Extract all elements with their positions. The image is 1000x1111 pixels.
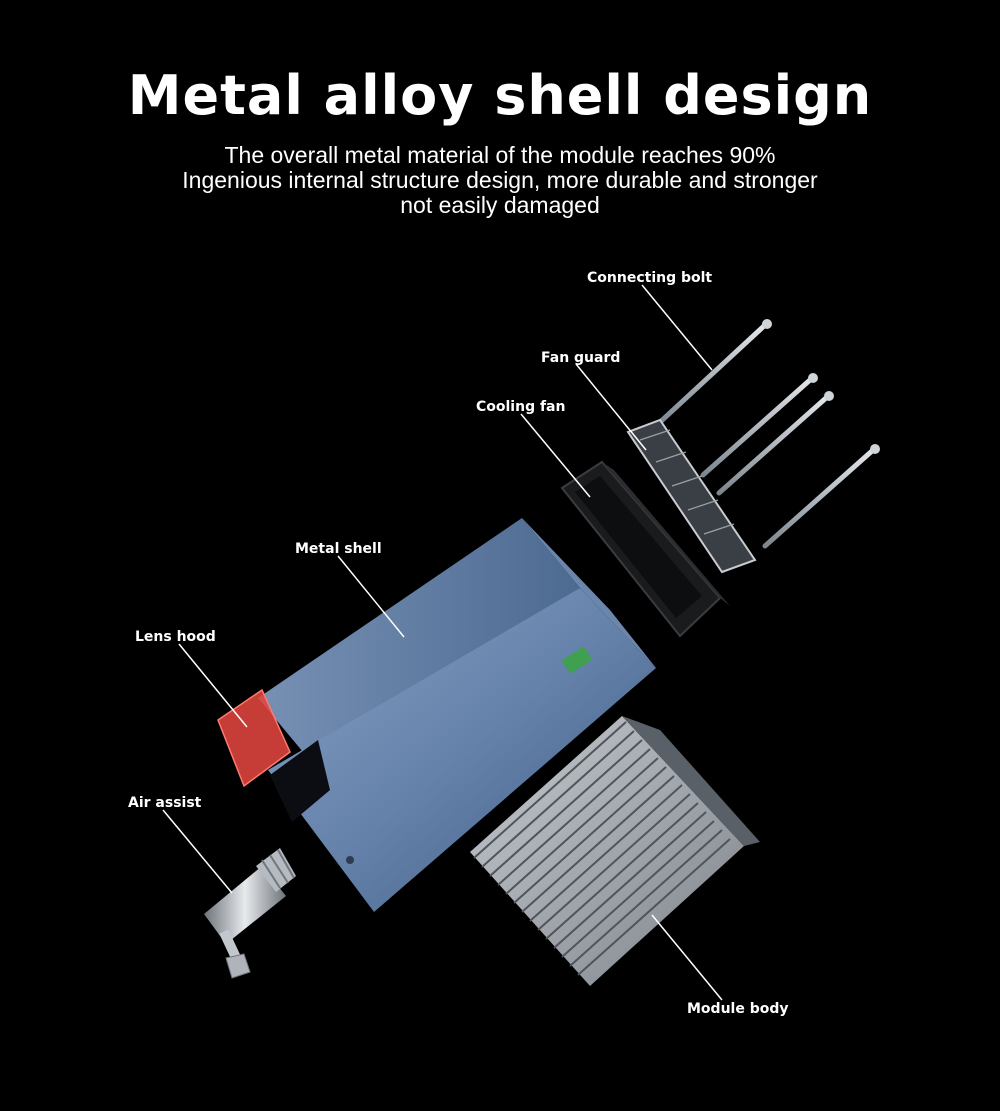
subtitle-line-3: not easily damaged [400, 192, 600, 218]
metal-shell [258, 518, 656, 912]
cooling-fan [560, 460, 730, 638]
callout-air-assist: Air assist [128, 795, 202, 811]
callout-module-body: Module body [687, 1001, 789, 1017]
module-body-heatsink [470, 716, 760, 986]
air-assist-nozzle [204, 848, 296, 979]
subtitle-line-2: Ingenious internal structure design, mor… [182, 167, 818, 193]
callout-cooling-fan: Cooling fan [476, 399, 566, 415]
callout-leader-lines [162, 284, 723, 1001]
page-title: Metal alloy shell design [127, 64, 873, 127]
callout-connecting-bolt: Connecting bolt [587, 270, 713, 286]
fan-guard [626, 418, 757, 574]
callout-metal-shell: Metal shell [295, 541, 382, 557]
callout-lens-hood: Lens hood [135, 629, 216, 645]
subtitle-line-1: The overall metal material of the module… [224, 142, 776, 168]
callout-fan-guard: Fan guard [541, 350, 621, 366]
connecting-bolts [655, 319, 880, 549]
